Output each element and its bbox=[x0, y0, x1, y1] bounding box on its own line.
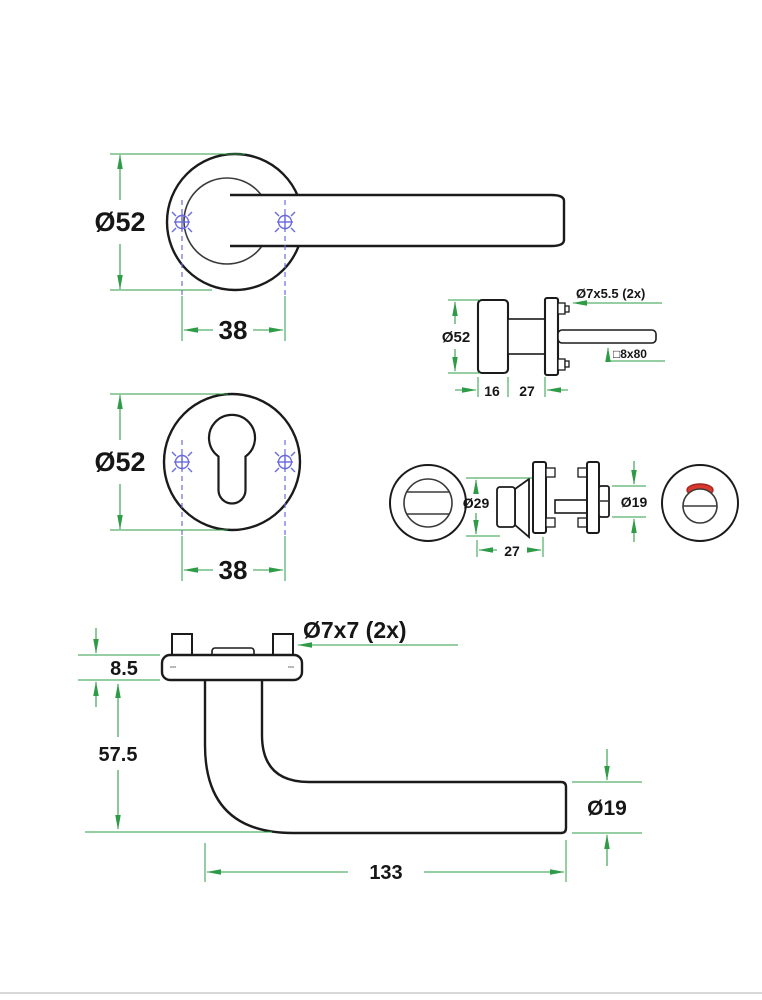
fixing-screw bbox=[577, 467, 588, 478]
dim-label: 27 bbox=[504, 543, 520, 559]
dim-label: 16 bbox=[484, 383, 500, 399]
dimension-rose-diameter: Ø52 bbox=[94, 153, 245, 291]
fixing-screw bbox=[545, 467, 556, 478]
callout-spindle: □8x80 bbox=[605, 347, 665, 363]
mounting-plate bbox=[543, 296, 560, 377]
fixing-screw bbox=[557, 302, 570, 315]
dimension-screw-distance: 38 bbox=[181, 296, 286, 345]
wc-side-profile bbox=[496, 461, 610, 539]
handle-tube bbox=[203, 679, 568, 835]
thumbturn-grip bbox=[496, 486, 516, 528]
dimension-thumbturn: Ø29 bbox=[463, 477, 532, 537]
screw-position-marker bbox=[171, 440, 193, 536]
dim-label: Ø52 bbox=[442, 329, 470, 346]
fixing-screw bbox=[557, 358, 570, 371]
dimension-release-knob: Ø19 bbox=[612, 461, 647, 542]
dim-label: 27 bbox=[519, 383, 535, 399]
dimension-rose-thickness: 16 27 bbox=[455, 377, 568, 399]
view-handle-profile: Ø7x7 (2x) 8.5 57.5 133 bbox=[78, 617, 642, 884]
view-wc-set: Ø29 Ø19 27 bbox=[389, 461, 739, 559]
view-escutcheon-front: Ø52 38 bbox=[94, 392, 302, 585]
callout-label: Ø7x7 (2x) bbox=[303, 617, 407, 643]
spindle bbox=[557, 329, 657, 344]
dimension-escutcheon-diameter: Ø52 bbox=[94, 393, 228, 531]
wc-rose-outer bbox=[586, 461, 600, 534]
dim-label: 38 bbox=[219, 315, 248, 345]
euro-keyhole bbox=[207, 413, 257, 505]
fixing-screw bbox=[577, 517, 588, 528]
dim-label: Ø19 bbox=[621, 494, 648, 510]
view-lever-front: Ø52 38 bbox=[94, 152, 566, 345]
callout-label: □8x80 bbox=[613, 347, 647, 361]
dim-label: Ø52 bbox=[94, 207, 145, 237]
dim-label: Ø19 bbox=[587, 797, 627, 820]
dimension-grip-diameter: Ø19 bbox=[572, 749, 642, 866]
screw-position-marker bbox=[274, 200, 296, 296]
screw-position-marker bbox=[274, 440, 296, 536]
callout-label: Ø7x5.5 (2x) bbox=[576, 286, 645, 301]
dimension-handle-height: 57.5 bbox=[85, 683, 272, 833]
dim-label: 57.5 bbox=[99, 744, 138, 766]
dim-label: Ø52 bbox=[94, 447, 145, 477]
thumbturn-flare bbox=[514, 477, 530, 539]
screw-position-marker bbox=[171, 200, 193, 296]
wc-spindle bbox=[554, 499, 588, 514]
dim-label: 8.5 bbox=[110, 658, 138, 680]
dimension-handle-length: 133 bbox=[204, 840, 567, 884]
dim-label: 133 bbox=[369, 862, 402, 884]
lever-bar bbox=[230, 193, 566, 248]
fixing-peg bbox=[171, 633, 193, 658]
fixing-peg bbox=[272, 633, 294, 658]
wc-indicator-front bbox=[661, 464, 739, 542]
wc-rose-inner bbox=[532, 461, 547, 534]
backplate bbox=[160, 653, 304, 682]
dimension-wc-depth: 27 bbox=[476, 537, 544, 559]
rose-side bbox=[476, 298, 510, 375]
dim-label: Ø29 bbox=[463, 495, 490, 511]
neck-side bbox=[507, 318, 546, 355]
dimension-plate-thickness: 8.5 bbox=[78, 628, 160, 707]
dimension-screw-distance: 38 bbox=[181, 536, 286, 585]
view-lever-side: Ø52 Ø7x5.5 (2x) □8x80 16 27 bbox=[442, 286, 665, 399]
fixing-screw bbox=[545, 517, 556, 528]
dimension-rose-diameter-side: Ø52 bbox=[442, 299, 480, 374]
wc-release-hub bbox=[403, 478, 453, 528]
callout-screw: Ø7x5.5 (2x) bbox=[572, 286, 662, 306]
wc-release-front bbox=[389, 464, 467, 542]
callout-peg-screws: Ø7x7 (2x) bbox=[297, 617, 458, 648]
dim-label: 38 bbox=[219, 555, 248, 585]
wc-release-rose bbox=[389, 464, 467, 542]
